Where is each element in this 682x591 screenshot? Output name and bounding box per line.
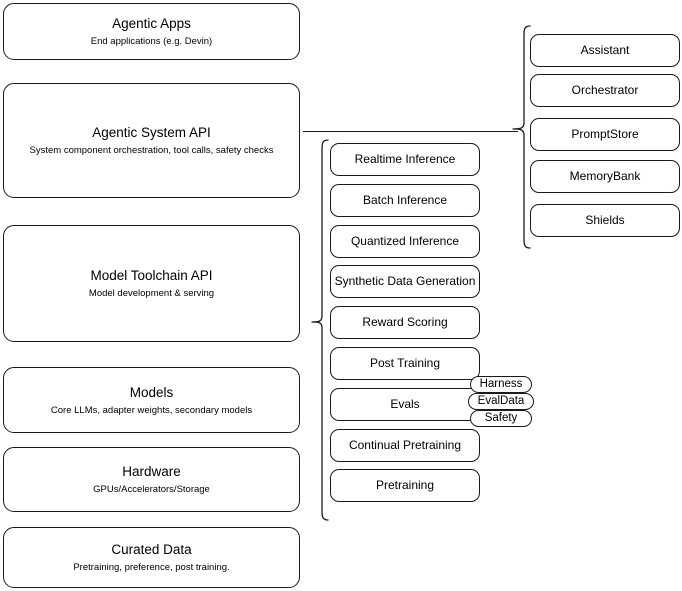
layer-curated-data[interactable]: Curated Data Pretraining, preference, po…: [3, 527, 300, 588]
layer-title: Model Toolchain API: [90, 268, 213, 283]
capability-label: Reward Scoring: [362, 315, 448, 329]
eval-pill-harness[interactable]: Harness: [470, 376, 532, 393]
capability-synthetic-data-generation[interactable]: Synthetic Data Generation: [330, 265, 480, 298]
model-toolchain-brace: [311, 139, 329, 521]
component-label: PromptStore: [571, 127, 639, 141]
layer-subtitle: Model development & serving: [88, 288, 215, 299]
layer-agentic-system-api[interactable]: Agentic System API System component orch…: [3, 83, 300, 198]
layer-subtitle: Pretraining, preference, post training.: [73, 562, 230, 573]
capability-label: Post Training: [369, 356, 441, 370]
component-assistant[interactable]: Assistant: [530, 34, 680, 67]
component-label: Assistant: [580, 43, 630, 57]
layer-agentic-apps[interactable]: Agentic Apps End applications (e.g. Devi…: [3, 3, 300, 60]
layer-model-toolchain-api[interactable]: Model Toolchain API Model development & …: [3, 225, 300, 342]
layer-subtitle: System component orchestration, tool cal…: [29, 145, 274, 156]
component-promptstore[interactable]: PromptStore: [530, 118, 680, 151]
component-label: Shields: [585, 213, 625, 227]
capability-reward-scoring[interactable]: Reward Scoring: [330, 306, 480, 339]
layer-title: Hardware: [122, 464, 181, 479]
eval-pill-evaldata[interactable]: EvalData: [468, 393, 534, 410]
layer-models[interactable]: Models Core LLMs, adapter weights, secon…: [3, 367, 300, 433]
component-memorybank[interactable]: MemoryBank: [530, 160, 680, 193]
capability-evals[interactable]: Evals: [330, 388, 480, 421]
layer-subtitle: Core LLMs, adapter weights, secondary mo…: [50, 404, 253, 416]
eval-pill-label: EvalData: [477, 394, 525, 407]
capability-label: Continual Pretraining: [348, 438, 462, 452]
capability-label: Quantized Inference: [350, 234, 460, 248]
eval-pill-label: Harness: [479, 377, 523, 390]
capability-label: Realtime Inference: [354, 152, 456, 166]
capability-label: Pretraining: [375, 478, 435, 492]
capability-post-training[interactable]: Post Training: [330, 347, 480, 380]
capability-continual-pretraining[interactable]: Continual Pretraining: [330, 429, 480, 462]
capability-label: Batch Inference: [362, 193, 448, 207]
layer-title: Curated Data: [111, 542, 192, 557]
component-label: Orchestrator: [571, 83, 639, 97]
capability-pretraining[interactable]: Pretraining: [330, 469, 480, 502]
agentic-system-brace: [512, 25, 531, 249]
eval-pill-label: Safety: [484, 411, 518, 424]
layer-title: Models: [129, 384, 174, 400]
component-shields[interactable]: Shields: [530, 204, 680, 237]
capability-label: Evals: [390, 397, 420, 411]
layer-subtitle: End applications (e.g. Devin): [90, 36, 213, 47]
component-orchestrator[interactable]: Orchestrator: [530, 74, 680, 107]
capability-quantized-inference[interactable]: Quantized Inference: [330, 225, 480, 258]
layer-hardware[interactable]: Hardware GPUs/Accelerators/Storage: [3, 447, 300, 512]
layer-title: Agentic System API: [92, 125, 211, 140]
layer-title: Agentic Apps: [112, 16, 191, 31]
capability-batch-inference[interactable]: Batch Inference: [330, 184, 480, 217]
capability-label: Synthetic Data Generation: [334, 274, 476, 288]
layer-subtitle: GPUs/Accelerators/Storage: [93, 484, 210, 495]
component-label: MemoryBank: [569, 169, 641, 183]
capability-realtime-inference[interactable]: Realtime Inference: [330, 143, 480, 176]
agentic-api-to-components-line: [303, 131, 518, 133]
eval-pill-safety[interactable]: Safety: [470, 410, 532, 427]
